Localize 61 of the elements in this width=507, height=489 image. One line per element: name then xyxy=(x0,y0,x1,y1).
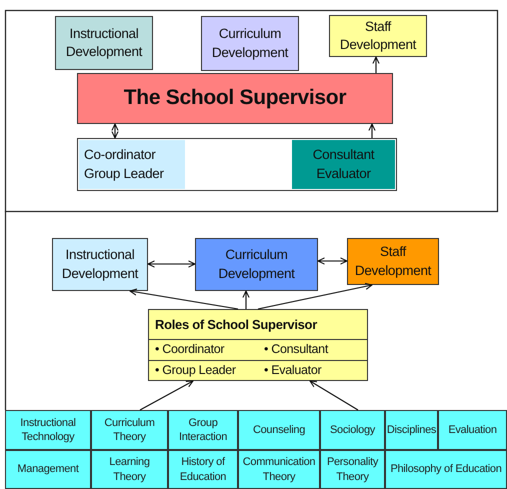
role-item: • Consultant xyxy=(263,341,330,358)
node-label: Philosophy of Education xyxy=(390,462,502,477)
roles-heading: Roles of School Supervisor xyxy=(149,310,367,340)
node-label: Counseling xyxy=(252,422,306,438)
role-item: • Group Leader xyxy=(154,362,237,379)
node-label: Communication Theory xyxy=(242,455,316,484)
node-label: Disciplines xyxy=(386,422,436,438)
table-cell xyxy=(5,450,91,489)
node-label: Consultant Evaluator xyxy=(312,146,376,182)
node-label: Curriculum Development xyxy=(217,246,296,283)
role-bar xyxy=(77,138,397,191)
node-label: Instructional Development xyxy=(64,24,144,61)
node-label: Learning Theory xyxy=(108,455,151,484)
node-label: Instructional Development xyxy=(60,246,140,283)
node-label: Evaluation xyxy=(448,422,497,438)
arrow xyxy=(309,380,358,410)
process-box xyxy=(55,16,153,70)
node-label: Curriculum Theory xyxy=(103,416,156,444)
arrow xyxy=(372,56,380,73)
arrow xyxy=(147,260,196,268)
arrow xyxy=(111,123,119,139)
arrow xyxy=(129,288,238,310)
node-label: Personality Theory xyxy=(326,455,380,484)
node-label: Staff Development xyxy=(338,18,418,54)
node-label: Instructional Technology xyxy=(19,416,77,444)
arrow xyxy=(242,290,250,309)
node-label: Sociology xyxy=(330,422,375,438)
table-cell xyxy=(168,450,238,489)
node-label: Staff Development xyxy=(354,243,432,280)
role-item: • Evaluator xyxy=(263,362,322,379)
role-item: • Coordinator xyxy=(154,341,226,358)
table-cell xyxy=(91,450,168,489)
process-box xyxy=(201,16,299,71)
table-cell xyxy=(320,450,385,489)
table-cell xyxy=(5,410,91,450)
arrow xyxy=(258,282,373,310)
table-cell xyxy=(385,410,438,450)
node-label: Curriculum Development xyxy=(210,25,290,62)
process-box xyxy=(347,238,439,285)
process-box xyxy=(79,140,185,189)
title-label: The School Supervisor xyxy=(124,85,346,112)
roles-box xyxy=(148,309,368,381)
table-cell xyxy=(238,450,320,489)
table-cell xyxy=(438,410,507,450)
table-cell xyxy=(91,410,168,450)
node-label: Co-ordinator Group Leader xyxy=(84,146,165,183)
process-box xyxy=(52,238,148,291)
arrow xyxy=(317,257,348,265)
table-cell xyxy=(168,410,238,450)
process-box xyxy=(292,140,395,189)
table-cell xyxy=(385,450,507,489)
arrow xyxy=(140,380,194,410)
node-label: History of Education xyxy=(178,455,228,484)
table-cell xyxy=(320,410,385,450)
table-cell xyxy=(238,410,320,450)
process-box xyxy=(195,238,318,291)
process-box xyxy=(77,73,393,124)
arrow xyxy=(368,123,376,138)
process-box xyxy=(329,15,427,57)
node-label: Group Interaction xyxy=(178,416,228,444)
node-label: Management xyxy=(17,462,79,477)
